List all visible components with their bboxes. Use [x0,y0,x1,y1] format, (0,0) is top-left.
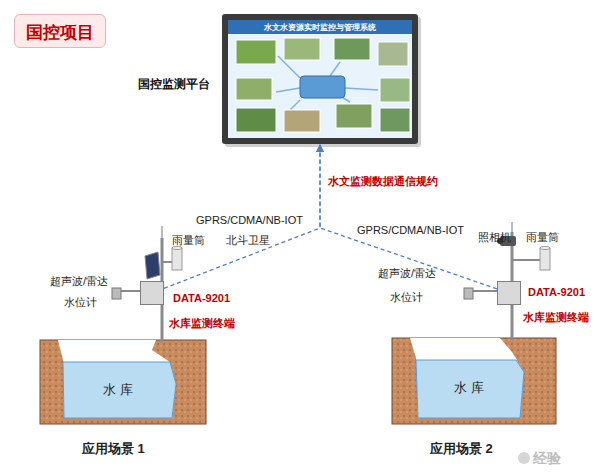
thumbnail [284,38,320,60]
monitor-shadow [225,17,421,147]
screen-arrow [330,62,340,76]
data-link [320,144,497,289]
thumbnail [236,78,272,100]
thumbnail [334,38,370,60]
network-label: GPRS/CDMA/NB-IOT [196,214,303,226]
monitor-screen [228,20,412,138]
screen-band [228,20,412,34]
sensor-label: 超声波/雷达 [378,266,436,281]
lightning-rod [162,226,163,238]
water [63,362,176,418]
rain-gauge-top [172,247,182,250]
sensor-label: 水位计 [64,295,97,310]
screen-arrow [345,88,378,90]
screen-arrow [290,100,300,110]
reservoir-basin [410,338,524,418]
sensor-label: 超声波/雷达 [50,274,108,289]
node-text: 水库监测终端 [523,310,589,325]
solar-panel [145,252,160,279]
scene-caption: 应用场景 2 [430,440,493,458]
thumbnail [380,78,410,102]
sensor-label: 雨量筒 [526,230,559,245]
node-text: 水库监测终端 [169,316,235,331]
project-badge: 国控项目 [14,14,106,48]
screen-arrow [276,88,300,92]
rain-gauge [540,248,550,270]
watermark: 经验 [533,450,561,468]
node-title: 水 库 [418,379,520,397]
data-link [164,144,320,288]
thumbnail [284,110,320,132]
node-title: 国控监测平台 [138,76,210,93]
node-title: 水 库 [64,381,172,399]
screen-arrows [276,56,378,110]
thumbnail [336,104,372,128]
network-label: 北斗卫星 [226,233,270,248]
node-title: 国控项目 [15,21,105,44]
monitor-frame [222,14,418,144]
node-text: 水文水资源实时监控与管理系统 [228,22,412,33]
level-sensor [112,288,121,299]
reservoir: 水 库 [64,364,172,418]
scene-caption: 应用场景 1 [82,440,145,458]
sensor-label: 照相机 [478,230,511,245]
level-sensor [464,288,473,299]
thumbnail [378,42,408,66]
monitor-screen: 国控监测平台水文水资源实时监控与管理系统 [222,14,418,144]
terminal-box: DATA-9201水库监测终端 [497,281,521,305]
network-label: GPRS/CDMA/NB-IOT [357,224,464,236]
edge-label: 水文监测数据通信规约 [328,174,438,189]
node-title: DATA-9201 [528,286,585,298]
soil-bank [40,340,206,424]
water [416,360,524,418]
thumbnail [236,40,276,64]
screen-thumbnails [236,38,410,132]
screen-hub [300,76,345,98]
sensor-label: 雨量筒 [172,233,205,248]
node-title: DATA-9201 [173,292,230,304]
rain-gauge-top [540,247,550,250]
rain-gauge [172,248,182,270]
terminal-box: DATA-9201水库监测终端 [140,281,164,305]
reservoir-basin [58,340,176,418]
thumbnail [380,108,410,132]
bracket [512,259,540,261]
sensor-label: 水位计 [390,290,423,305]
soil-bank [392,338,556,424]
thumbnail [236,108,276,132]
reservoir: 水 库 [418,360,520,418]
lightning-rod [512,222,513,232]
watermark-logo [518,452,530,464]
